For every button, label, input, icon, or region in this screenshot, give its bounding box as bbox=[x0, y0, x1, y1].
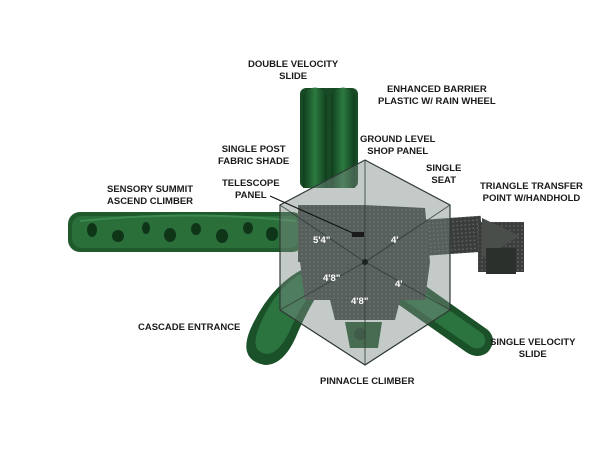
deck-height-d: 4' bbox=[395, 279, 403, 290]
telescope-panel bbox=[352, 232, 364, 237]
fabric-shade-canopy bbox=[279, 159, 451, 366]
deck-height-e: 4'8" bbox=[351, 296, 369, 307]
cascade-entrance bbox=[246, 268, 322, 365]
deck-height-a: 5'4" bbox=[313, 235, 331, 246]
pinnacle-climber bbox=[345, 322, 382, 348]
label-pinnacle-climber: PINNACLE CLIMBER bbox=[320, 376, 415, 387]
sensory-summit-climber bbox=[68, 212, 304, 252]
telescope-leader-line bbox=[269, 195, 356, 235]
deck-height-b: 4' bbox=[391, 235, 399, 246]
label-cascade-entrance: CASCADE ENTRANCE bbox=[138, 322, 241, 333]
deck-height-c: 4'8" bbox=[323, 273, 341, 284]
double-velocity-slide bbox=[300, 87, 358, 188]
